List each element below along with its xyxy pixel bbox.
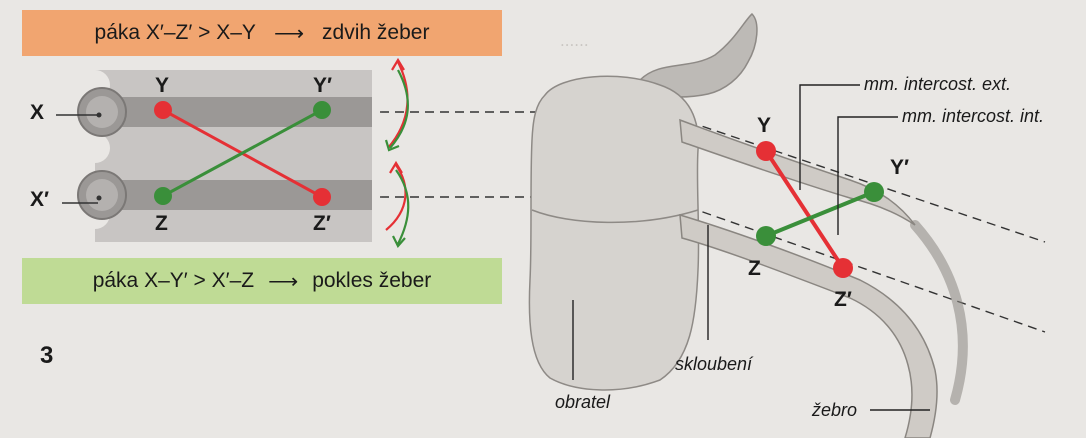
- anatomy-label-z-prime: Z′: [834, 288, 852, 312]
- x-dot: [97, 113, 102, 118]
- label-mm-intercost-int: mm. intercost. int.: [902, 106, 1044, 127]
- lower-rib-bar: [100, 180, 372, 210]
- vertebra-body: [529, 76, 698, 390]
- lower-result-text: pokles žeber: [312, 269, 431, 293]
- anatomy-point-z-prime: [833, 258, 853, 278]
- anatomy-point-y: [756, 141, 776, 161]
- label-zebro: žebro: [812, 400, 857, 421]
- x-prime-dot: [97, 196, 102, 201]
- label-obratel: obratel: [555, 392, 610, 413]
- raise-result-text: zdvih žeber: [322, 21, 429, 45]
- anatomy-green-line: [766, 192, 874, 236]
- lower-arrow: ⟶: [268, 269, 298, 294]
- raise-lever-text: páka X′–Z′ > X–Y: [95, 21, 256, 45]
- raise-ribs-bar: páka X′–Z′ > X–Y ⟶ zdvih žeber: [22, 10, 502, 56]
- leader-mm-int: [838, 117, 898, 235]
- label-x: X: [30, 101, 44, 125]
- figure-number: 3: [40, 342, 53, 370]
- red-up-arrow: [388, 62, 407, 148]
- label-y: Y: [155, 74, 169, 98]
- anatomy-point-y-prime: [864, 182, 884, 202]
- lower-lever-text: páka X–Y′ > X′–Z: [93, 269, 254, 293]
- label-z-prime: Z′: [313, 212, 331, 236]
- lower-joint-pivot: [86, 179, 118, 211]
- raise-arrow: ⟶: [274, 21, 304, 46]
- label-z: Z: [155, 212, 168, 236]
- upper-rib-bar: [100, 97, 372, 127]
- label-skloubeni: skloubení: [675, 354, 752, 375]
- background-text-line: ······: [560, 36, 589, 54]
- label-mm-intercost-ext: mm. intercost. ext.: [864, 74, 1011, 95]
- red-up-arrowhead: [392, 60, 404, 70]
- anatomy-label-z: Z: [748, 257, 761, 281]
- point-y: [154, 101, 172, 119]
- point-z: [154, 187, 172, 205]
- anatomy-label-y-prime: Y′: [890, 156, 909, 180]
- upper-joint-pivot: [86, 96, 118, 128]
- label-x-prime: X′: [30, 188, 49, 212]
- motion-arrows: [386, 60, 408, 246]
- point-z-prime: [313, 188, 331, 206]
- rib-upper: [680, 120, 915, 225]
- point-y-prime: [313, 101, 331, 119]
- label-y-prime: Y′: [313, 74, 332, 98]
- anatomy-label-y: Y: [757, 114, 771, 138]
- lower-ribs-bar: páka X–Y′ > X′–Z ⟶ pokles žeber: [22, 258, 502, 304]
- anatomy-point-z: [756, 226, 776, 246]
